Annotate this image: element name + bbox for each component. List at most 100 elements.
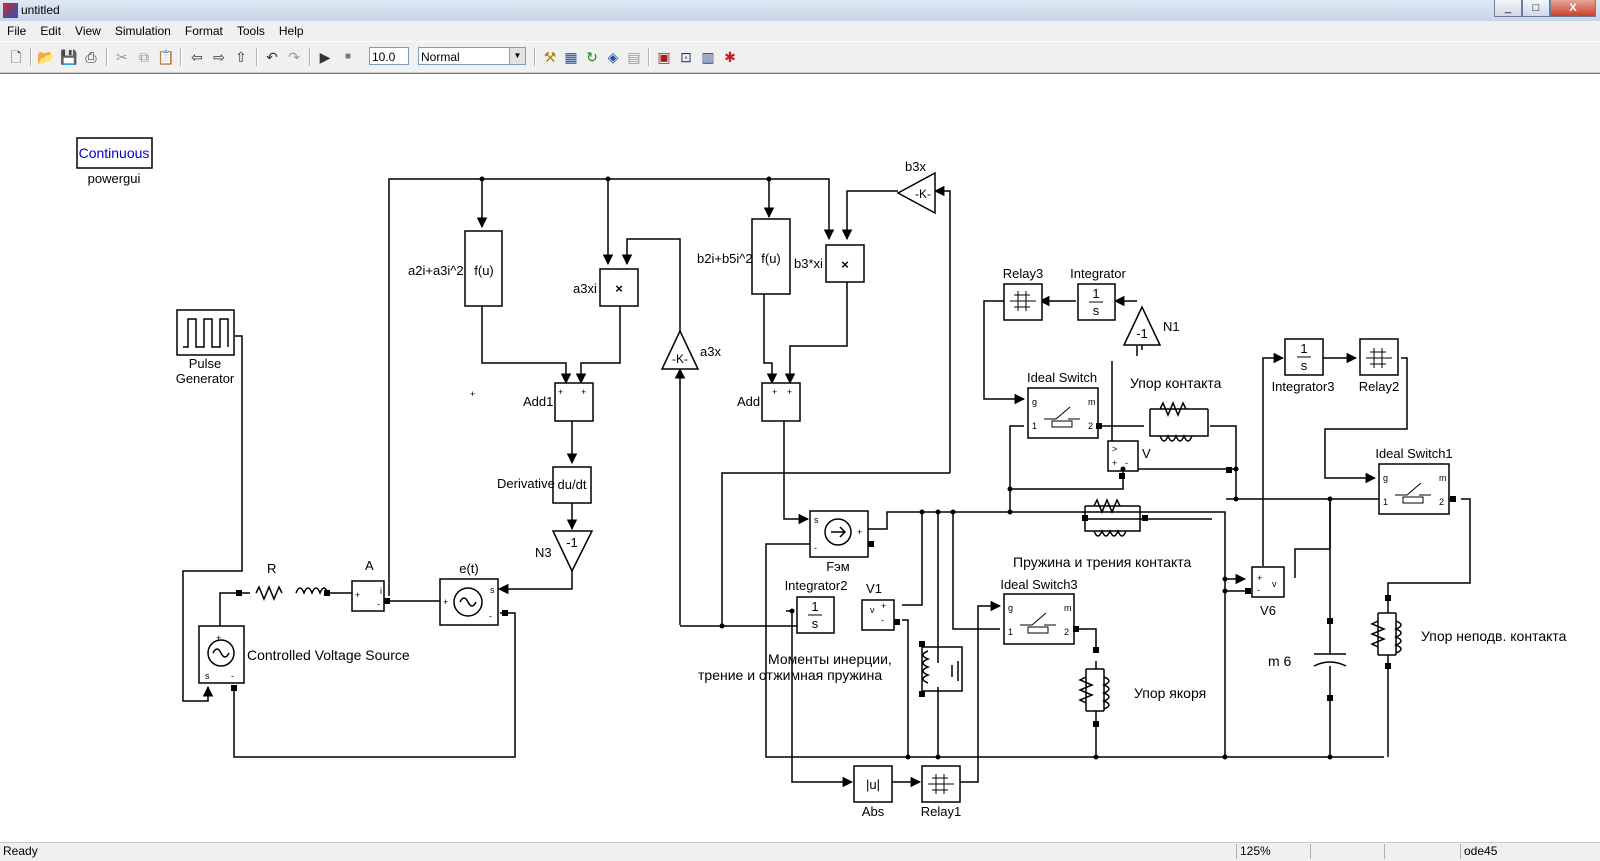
svg-text:m: m	[1088, 397, 1096, 407]
integrator2-label: Integrator2	[785, 578, 848, 593]
undo-icon[interactable]: ↶	[266, 49, 278, 65]
abs-block[interactable]	[853, 765, 893, 803]
b3x-label: b3x	[905, 159, 926, 174]
add-block[interactable]	[761, 382, 801, 422]
model-canvas[interactable]: Continuous powergui Pulse Generator Cont…	[0, 73, 1600, 839]
build-icon[interactable]: ⚒	[543, 49, 557, 65]
stop-time-field[interactable]: 10.0	[369, 47, 409, 65]
save-icon[interactable]: 💾	[60, 49, 78, 65]
pulse-label-1: Pulse	[189, 356, 222, 371]
spring-friction-icon	[1084, 498, 1141, 537]
derivative-label: Derivative	[497, 476, 555, 491]
pulse-generator-block[interactable]	[176, 309, 235, 356]
maximize-button[interactable]: □	[1522, 0, 1550, 17]
svg-text:+: +	[355, 590, 360, 600]
n1-label: N1	[1163, 319, 1180, 334]
gain-b3x-triangle[interactable]	[896, 171, 936, 215]
close-button[interactable]: X	[1550, 0, 1596, 17]
svg-text:+: +	[787, 387, 792, 397]
print-icon[interactable]: ⎙	[85, 49, 97, 65]
menu-tools[interactable]: Tools	[236, 24, 265, 38]
back-arrow-icon[interactable]: ⇦	[191, 49, 203, 65]
spring-label: Пружина и трения контакта	[1013, 554, 1192, 570]
integrator3-num: 1	[1300, 341, 1307, 356]
add1-block[interactable]	[554, 382, 594, 422]
prod1-label: a3xi	[573, 281, 597, 296]
svg-text:+: +	[581, 387, 586, 397]
copy-icon[interactable]: ⧉	[139, 49, 149, 65]
svg-text:g: g	[1008, 603, 1013, 613]
product-b3xi-block[interactable]	[825, 244, 865, 283]
menu-file[interactable]: File	[7, 24, 27, 38]
redo-icon[interactable]: ↷	[288, 49, 300, 65]
simulink-app-icon	[3, 3, 18, 18]
current-source-icon	[824, 518, 852, 546]
pulse-wave-icon	[183, 318, 229, 348]
gain-a3x-triangle[interactable]	[660, 329, 700, 370]
n3-label: N3	[535, 545, 552, 560]
svg-text:1: 1	[1032, 421, 1037, 431]
v1-sensor-block[interactable]	[861, 599, 895, 631]
ideal-switch1-label: Ideal Switch1	[1375, 446, 1452, 461]
menu-help[interactable]: Help	[278, 24, 304, 38]
forward-arrow-icon[interactable]: ⇨	[213, 49, 225, 65]
svg-text:+: +	[881, 601, 886, 611]
fcn1-block[interactable]	[464, 230, 503, 307]
explorer-icon[interactable]: ▥	[701, 49, 715, 65]
relay3-block[interactable]	[1003, 283, 1043, 321]
ideal-switch3-block[interactable]	[1003, 593, 1075, 645]
run-icon[interactable]: ▶	[319, 49, 331, 65]
model-advisor-icon[interactable]: ⊡	[680, 49, 692, 65]
a-label: A	[365, 558, 374, 573]
relay-icon	[1366, 348, 1392, 368]
minimize-button[interactable]: _	[1494, 0, 1522, 17]
b3x-gain: -K-	[915, 187, 931, 201]
fcn1-label: a2i+a3i^2	[408, 263, 464, 278]
gain-n3-triangle[interactable]	[551, 530, 594, 573]
v6-sensor-block[interactable]	[1251, 566, 1285, 598]
derivative-block[interactable]	[552, 466, 592, 504]
current-measurement-a-block[interactable]	[351, 580, 385, 612]
upor-yakorya-icon	[1078, 661, 1110, 725]
simulation-mode-select[interactable]: Normal ▼	[418, 47, 526, 65]
model-explorer-icon[interactable]: ◈	[607, 49, 619, 65]
switch-icon	[1020, 612, 1056, 634]
fcn1-text: f(u)	[474, 263, 494, 278]
chevron-down-icon[interactable]: ▼	[509, 48, 525, 64]
svg-text:s: s	[814, 515, 819, 525]
integrator-label: Integrator	[1070, 266, 1126, 281]
window-title: untitled	[21, 3, 60, 17]
status-bar: Ready 125% ode45	[0, 842, 1600, 861]
relay2-block[interactable]	[1359, 338, 1399, 376]
cvs-label: Controlled Voltage Source	[247, 647, 410, 663]
menu-simulation[interactable]: Simulation	[114, 24, 171, 38]
ac-source-icon	[453, 587, 483, 617]
update-diagram-icon[interactable]: ▦	[564, 49, 578, 65]
profiler-icon[interactable]: ✱	[724, 49, 736, 65]
ideal-switch-label: Ideal Switch	[1027, 370, 1097, 385]
fcn2-block[interactable]	[751, 218, 791, 295]
menu-view[interactable]: View	[75, 24, 101, 38]
svg-text:m: m	[1439, 473, 1447, 483]
cut-icon[interactable]: ✂	[116, 49, 128, 65]
menu-format[interactable]: Format	[184, 24, 223, 38]
library-browser-icon[interactable]: ▣	[657, 49, 671, 65]
powergui-block[interactable]	[76, 137, 153, 169]
svg-text:-: -	[881, 615, 884, 625]
svg-text:g: g	[1383, 473, 1388, 483]
paste-icon[interactable]: 📋	[157, 49, 175, 65]
up-arrow-icon[interactable]: ⇧	[235, 49, 247, 65]
refresh-icon[interactable]: ↻	[586, 49, 598, 65]
ac-source-icon	[207, 639, 235, 667]
relay2-label: Relay2	[1359, 379, 1399, 394]
menu-edit[interactable]: Edit	[40, 24, 62, 38]
e-t-source-block[interactable]	[439, 578, 499, 626]
product-a3xi-block[interactable]	[599, 268, 639, 307]
prod1-sym: ×	[615, 281, 623, 296]
open-folder-icon[interactable]: 📂	[37, 49, 55, 65]
new-model-icon[interactable]: 🗋	[10, 49, 22, 65]
fcn2-text: f(u)	[761, 251, 781, 266]
debug-icon[interactable]: ▤	[627, 49, 641, 65]
stop-icon[interactable]: ■	[344, 51, 352, 62]
gain-n1-triangle[interactable]	[1122, 305, 1162, 346]
